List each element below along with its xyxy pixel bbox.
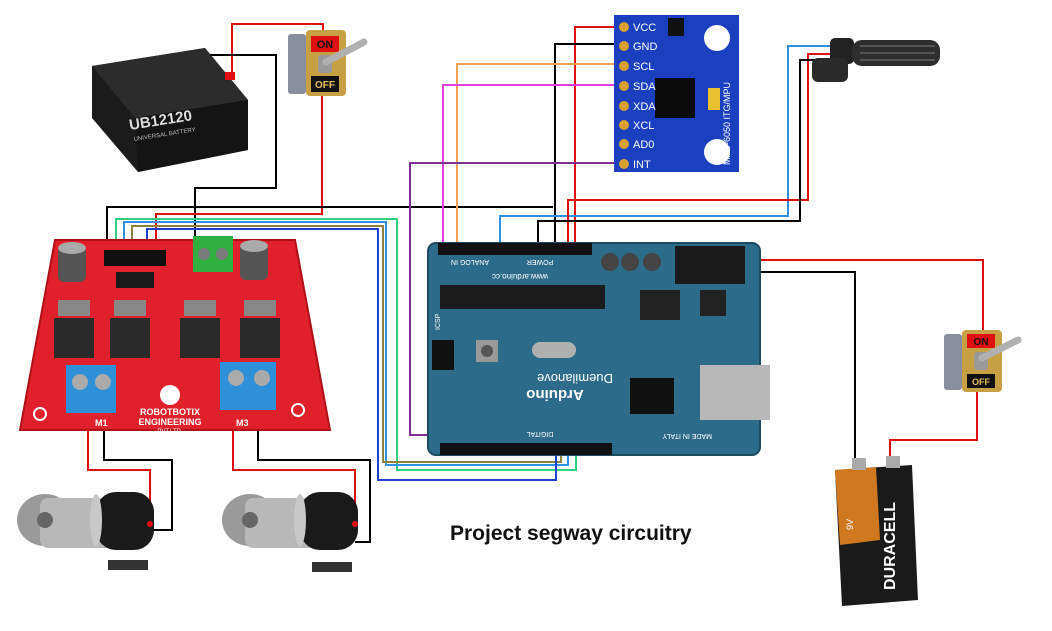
imu-chip [655,78,695,118]
wire-switch-9v-red [889,390,978,460]
wire-throttle-red [567,53,830,243]
switch-right-off-label: OFF [972,377,990,387]
digital-header [440,443,612,455]
diagram-title: Project segway circuitry [450,522,692,545]
analog-header-label: ANALOG IN [451,258,489,265]
switch-on-label: ON [317,39,334,51]
ftdi-chip [630,378,674,414]
imu-pin-sda: SDA [633,81,656,93]
driver-label-m3: M3 [236,418,249,428]
arduino-board: ANALOG IN POWER DIGITAL ICSP www.arduino… [427,242,770,456]
driver-brand-line3: PVT.LTD. [157,429,183,435]
driver-label-m1: M1 [95,418,108,428]
dc-motor-left [17,492,154,570]
imu-pin-list: VCC GND SCL SDA XDA XCL AD0 INT [619,22,658,171]
wire-scl-orange [456,63,617,243]
toggle-switch-top[interactable]: ON OFF [288,30,368,96]
atmega-chip [440,285,605,309]
imu-pin-gnd: GND [633,41,658,53]
wire-blue [146,228,557,481]
wire-m3-black [257,405,371,543]
arduino-site: www.arduino.cc [492,272,549,281]
wire-lightblue-drv [123,221,569,466]
imu-pin-int: INT [633,159,651,171]
mpu6050-imu: MPU-6050 ITG/MPU VCC GND SCL SDA XDA XCL… [614,15,739,172]
wire-m1-red [87,415,151,524]
switch-right-on-label: ON [974,337,989,348]
wire-switch-driver-red [155,95,323,252]
wire-battery-black [194,54,277,240]
toggle-switch-right[interactable]: ON OFF [944,330,1022,392]
wire-m3-red [232,405,356,524]
power-barrel-jack [675,246,745,284]
motor-terminal-m3 [220,362,276,410]
usb-connector [700,365,770,420]
capacitor-left [58,246,86,282]
wire-throttle-blue [499,45,830,243]
wire-sda-magenta [442,84,617,243]
imu-pin-scl: SCL [633,61,654,73]
driver-ic [116,272,154,288]
motor-terminal-m1 [66,365,116,413]
motor-driver-board: ROBOTBOTIX ENGINEERING PVT.LTD. M1 M3 [18,236,332,435]
wire-barrel-red [745,259,984,330]
imu-pin-xda: XDA [633,101,656,113]
wire-green [115,218,577,471]
wire-olive [131,225,562,463]
imu-pin-ad0: AD0 [633,139,654,151]
battery-9v-terminal-pos [886,456,900,468]
switch-off-label: OFF [315,80,335,91]
wire-driver-black [106,206,553,252]
battery-9v-terminal-neg [852,458,866,470]
arduino-name: Arduino [526,386,584,403]
power-header [510,243,592,255]
arduino-made-in: MADE IN ITALY [662,432,712,439]
driver-brand-line1: ROBOTBOTIX [140,407,200,417]
power-header-label: POWER [527,258,553,265]
wire-throttle-black [537,59,830,243]
driver-brand-line2: ENGINEERING [138,417,201,427]
imu-chip-label: MPU-6050 ITG/MPU [722,82,732,165]
analog-header [438,243,528,255]
imu-pin-vcc: VCC [633,22,656,34]
icsp-header [432,340,454,370]
arduino-board-name: Duemilanove [537,371,613,386]
crystal [532,342,576,358]
wire-vcc-red [574,26,617,243]
duracell-9v-battery: DURACELL 9V [835,456,918,606]
lead-acid-battery: UB12120 UNIVERSAL BATTERY [92,48,248,172]
imu-pin-xcl: XCL [633,120,654,132]
wire-m1-black [103,415,173,531]
throttle-grip [812,38,940,82]
dc-motor-right [222,492,358,572]
robotbotix-logo-icon [160,385,180,405]
icsp-label: ICSP [435,313,442,330]
wire-gnd-black [554,43,617,243]
duracell-brand: DURACELL [882,502,899,590]
mosfet-row [54,300,280,358]
digital-header-label: DIGITAL [527,430,554,437]
duracell-voltage: 9V [845,519,855,530]
battery-positive-terminal [225,72,235,80]
signal-header [104,250,166,266]
wire-barrel-black [745,271,856,466]
capacitor-right [240,244,268,280]
